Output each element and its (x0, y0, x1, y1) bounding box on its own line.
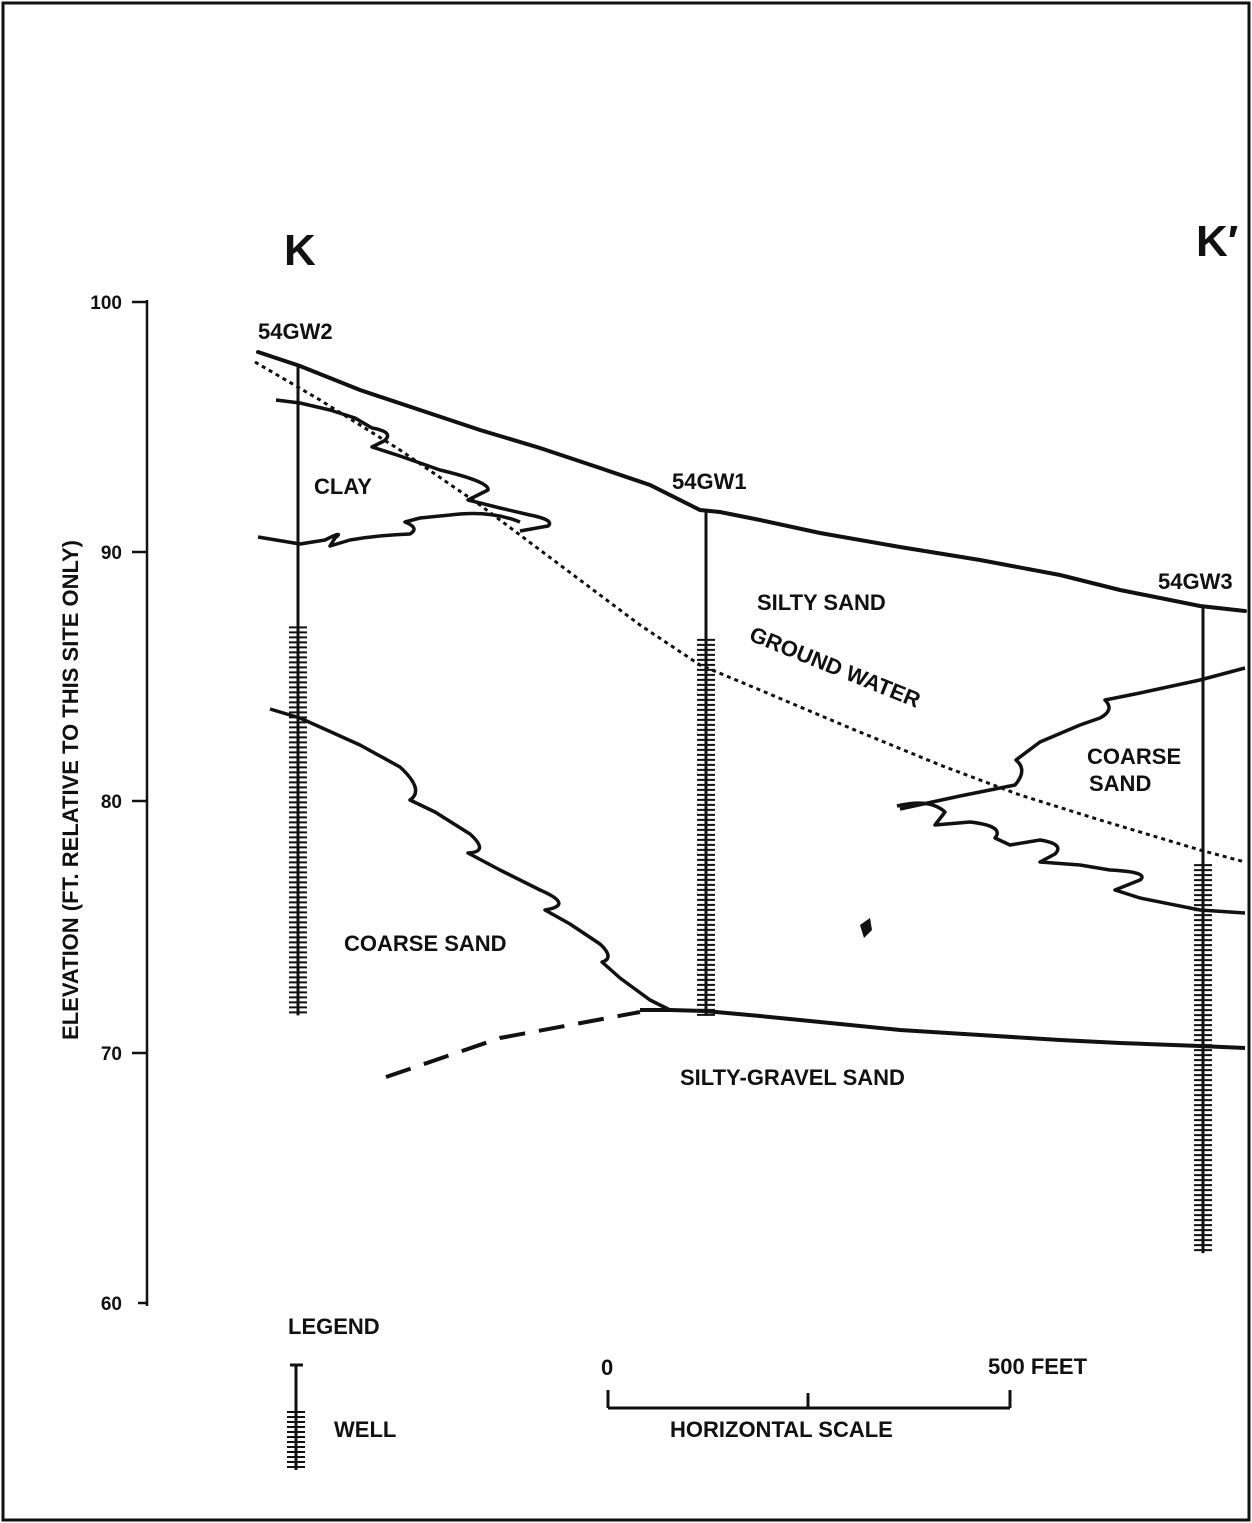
legend-well-symbol (287, 1363, 305, 1470)
ground-surface-line (256, 350, 1247, 613)
section-start-label: K (284, 226, 316, 275)
coarse-sand-lens-top-contact (899, 666, 1246, 811)
legend-title: LEGEND (288, 1314, 380, 1339)
well-casing (289, 367, 307, 1016)
well-54GW3: 54GW3 (1158, 569, 1233, 1254)
coarse-sand-lens-bottom-contact (896, 801, 1246, 915)
scale-title: HORIZONTAL SCALE (670, 1417, 893, 1442)
tick-label-70: 70 (101, 1044, 122, 1065)
blot-mark (860, 918, 872, 938)
tick-label-90: 90 (101, 543, 122, 564)
well-54GW2: 54GW2 (258, 319, 333, 1016)
coarse-sand-top-contact (269, 707, 671, 1012)
clay-label: CLAY (314, 474, 372, 499)
well-label-54GW2: 54GW2 (258, 319, 333, 344)
silty-sand-label: SILTY SAND (757, 590, 886, 615)
legend-well-label: WELL (334, 1417, 396, 1442)
silty-gravel-sand-top-contact (640, 1008, 1246, 1050)
scale-start-label: 0 (601, 1355, 613, 1380)
horizontal-scale-bar (606, 1390, 1012, 1410)
clay-top-contact (275, 398, 552, 533)
coarse-sand-label-left: COARSE SAND (344, 931, 507, 956)
section-end-label: K′ (1196, 217, 1238, 266)
well-casing (697, 509, 715, 1016)
axis-title: ELEVATION (FT. RELATIVE TO THIS SITE ONL… (58, 540, 83, 1040)
well-label-54GW1: 54GW1 (672, 469, 747, 494)
ground-water-table (254, 360, 1246, 864)
scale-end-label: 500 FEET (988, 1354, 1088, 1379)
tick-label-80: 80 (101, 792, 122, 813)
coarse-sand-label-right-1: COARSE (1087, 744, 1181, 769)
ground-water-label: GROUND WATER (746, 621, 924, 712)
clay-bottom-contact (257, 511, 521, 548)
elevation-axis: 100 90 80 70 60 ELEVATION (FT. RELATIVE … (58, 293, 149, 1315)
well-54GW1: 54GW1 (672, 469, 747, 1016)
well-casing (1194, 607, 1212, 1254)
inferred-contact-dashed (385, 1010, 641, 1079)
well-label-54GW3: 54GW3 (1158, 569, 1233, 594)
silty-gravel-sand-label: SILTY-GRAVEL SAND (680, 1065, 905, 1090)
coarse-sand-label-right-2: SAND (1089, 771, 1151, 796)
tick-label-60: 60 (101, 1294, 122, 1315)
tick-label-100: 100 (90, 293, 122, 314)
